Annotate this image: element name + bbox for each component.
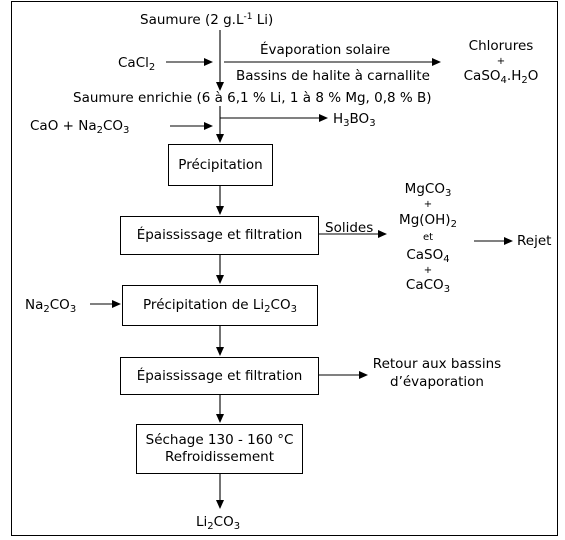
label-h3bo3: H3BO3 bbox=[333, 111, 376, 129]
label-mgoh2: Mg(OH)2 bbox=[399, 212, 457, 230]
box-sechage-refroidissement: Séchage 130 - 160 °C Refroidissement bbox=[136, 424, 303, 474]
box-precipitation-li2co3: Précipitation de Li2CO3 bbox=[122, 285, 318, 326]
label-solides: Solides bbox=[325, 220, 374, 236]
label-li2co3-product: Li2CO3 bbox=[196, 514, 241, 532]
label-cao-na2co3: CaO + Na2CO3 bbox=[30, 118, 130, 136]
label-chlorures: Chlorures bbox=[468, 38, 534, 54]
label-evaporation-solaire: Évaporation solaire bbox=[260, 42, 391, 58]
label-cacl2: CaCl2 bbox=[118, 55, 156, 73]
label-et: et bbox=[422, 232, 434, 243]
label-plus-3: + bbox=[423, 265, 433, 276]
label-rejet: Rejet bbox=[517, 233, 552, 249]
label-saumure: Saumure (2 g.L-1 Li) bbox=[140, 12, 274, 28]
label-caso4-solide: CaSO4 bbox=[406, 247, 450, 265]
label-caso4-h2o: CaSO4.H2O bbox=[463, 68, 539, 86]
label-caco3: CaCO3 bbox=[405, 277, 451, 295]
label-bassins-halite: Bassins de halite à carnallite bbox=[236, 68, 430, 84]
label-mgco3: MgCO3 bbox=[404, 181, 452, 199]
box-epaississage-filtration-1: Épaississage et filtration bbox=[120, 216, 319, 255]
diagram-frame bbox=[11, 1, 558, 536]
box-epaississage-filtration-2: Épaississage et filtration bbox=[120, 357, 319, 395]
label-plus-2: + bbox=[423, 199, 433, 210]
label-plus-1: + bbox=[496, 56, 506, 67]
label-saumure-enrichie: Saumure enrichie (6 à 6,1 % Li, 1 à 8 % … bbox=[73, 90, 432, 106]
label-na2co3: Na2CO3 bbox=[25, 297, 77, 315]
label-retour-bassins: Retour aux bassins bbox=[372, 356, 502, 372]
box-precipitation: Précipitation bbox=[168, 144, 273, 186]
label-evaporation: d’évaporation bbox=[390, 374, 484, 390]
